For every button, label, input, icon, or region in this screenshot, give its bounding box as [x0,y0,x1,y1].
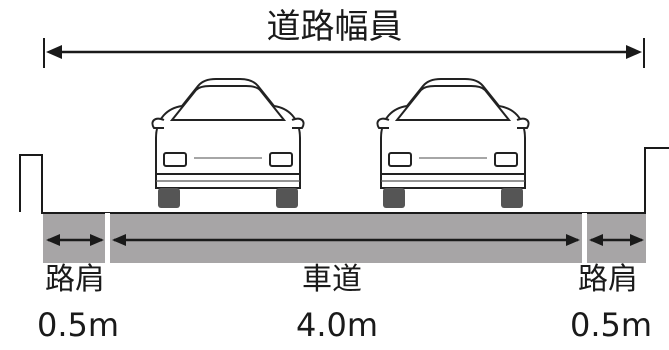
right-edge-line [582,213,587,263]
right-shoulder-dimension [589,234,644,246]
car-icon [151,78,305,209]
right-shoulder-label: 路肩 [578,262,638,297]
carriageway-label: 車道 [302,262,362,297]
right-curb [644,147,669,214]
left-edge-line [105,213,110,263]
left-shoulder-label: 路肩 [45,262,105,297]
carriageway-dimension [112,234,580,246]
left-shoulder-width: 0.5m [37,306,120,344]
car-icon [376,78,530,209]
left-shoulder-dimension [46,234,104,246]
left-curb [19,154,43,214]
right-shoulder-width: 0.5m [570,306,653,344]
total-width-dimension [43,38,645,68]
road-width-title: 道路幅員 [266,7,403,47]
road-surface [43,213,646,263]
carriageway-width: 4.0m [296,306,379,344]
